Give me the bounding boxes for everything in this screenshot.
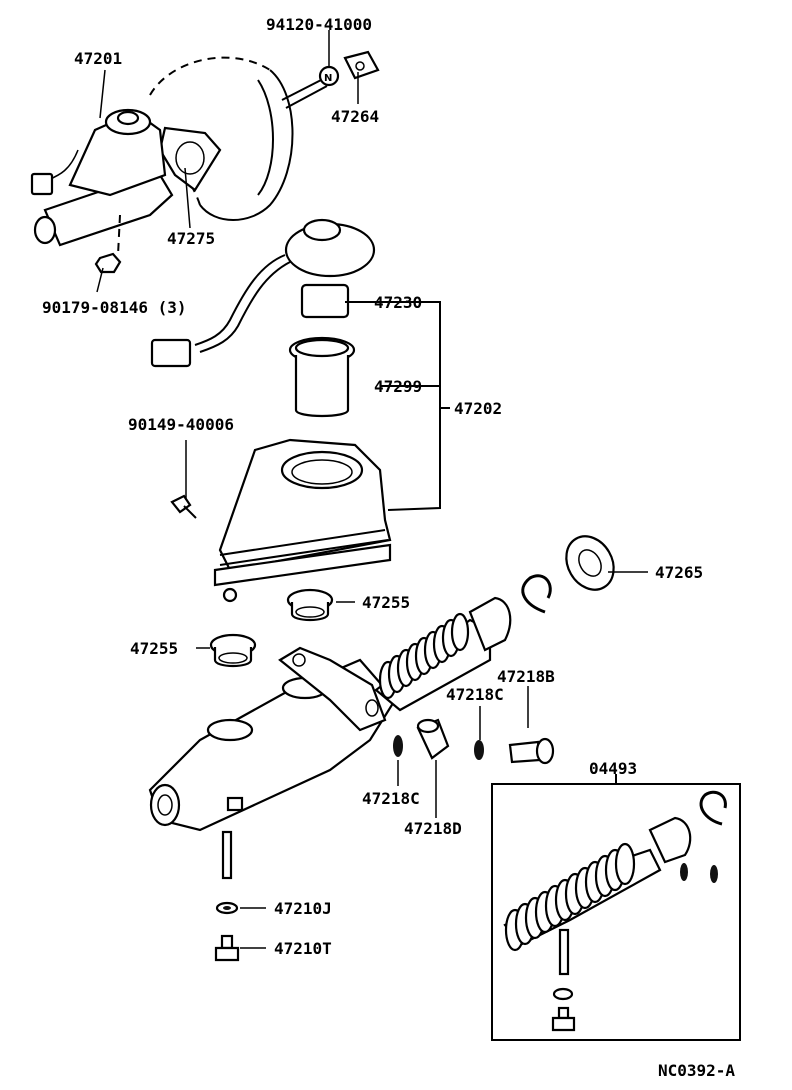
label-47264: 47264 xyxy=(331,107,379,126)
label-47255-upper: 47255 xyxy=(362,593,410,612)
label-47210T: 47210T xyxy=(274,939,332,958)
reservoir-cap-47230 xyxy=(150,218,376,368)
nut-mark: N xyxy=(324,73,332,84)
label-47218C-bottom: 47218C xyxy=(362,789,420,808)
label-47202: 47202 xyxy=(454,399,502,418)
reservoir-tank-47202 xyxy=(213,438,392,603)
label-47299: 47299 xyxy=(374,377,422,396)
seal-47265 xyxy=(565,535,615,591)
label-90149-40006: 90149-40006 xyxy=(128,415,234,434)
label-47210J: 47210J xyxy=(274,899,332,918)
piston-coil xyxy=(450,612,470,652)
nut-94120: N xyxy=(318,65,340,87)
o-ring-47218C-right xyxy=(474,740,484,760)
kit-piston-coil xyxy=(614,842,636,886)
brake-booster-assembly xyxy=(30,56,328,274)
bracket-47202 xyxy=(345,301,441,511)
grommet-47255-lower xyxy=(209,633,257,668)
bleeder-47210T xyxy=(214,934,240,962)
label-04493: 04493 xyxy=(589,759,637,778)
clevis-47264 xyxy=(343,50,380,80)
leader-lines xyxy=(96,30,648,949)
part-labels: 94120-41000 47201 47264 47275 90179-0814… xyxy=(42,15,735,1080)
screw-90149 xyxy=(170,494,197,519)
label-47230: 47230 xyxy=(374,293,422,312)
o-ring-47218C-left xyxy=(393,735,403,757)
label-47275: 47275 xyxy=(167,229,215,248)
washer-47210J xyxy=(215,901,239,915)
label-47218B: 47218B xyxy=(497,667,555,686)
label-94120-41000: 94120-41000 xyxy=(266,15,372,34)
kit-04493-box xyxy=(491,774,741,1041)
label-47265: 47265 xyxy=(655,563,703,582)
label-90179-08146: 90179-08146 (3) xyxy=(42,298,187,317)
label-47201: 47201 xyxy=(74,49,122,68)
diagram-code: NC0392-A xyxy=(658,1061,735,1080)
piston-assembly xyxy=(374,596,512,712)
pin xyxy=(221,830,233,880)
snap-ring xyxy=(521,574,552,614)
grommet-47255-upper xyxy=(286,588,334,622)
label-47218C-top: 47218C xyxy=(446,685,504,704)
bolt-47218B xyxy=(508,737,555,765)
label-47218D: 47218D xyxy=(404,819,462,838)
master-cylinder-body xyxy=(148,646,397,832)
union-47218D xyxy=(416,718,450,760)
label-47255-lower: 47255 xyxy=(130,639,178,658)
strainer-47299 xyxy=(288,336,356,418)
